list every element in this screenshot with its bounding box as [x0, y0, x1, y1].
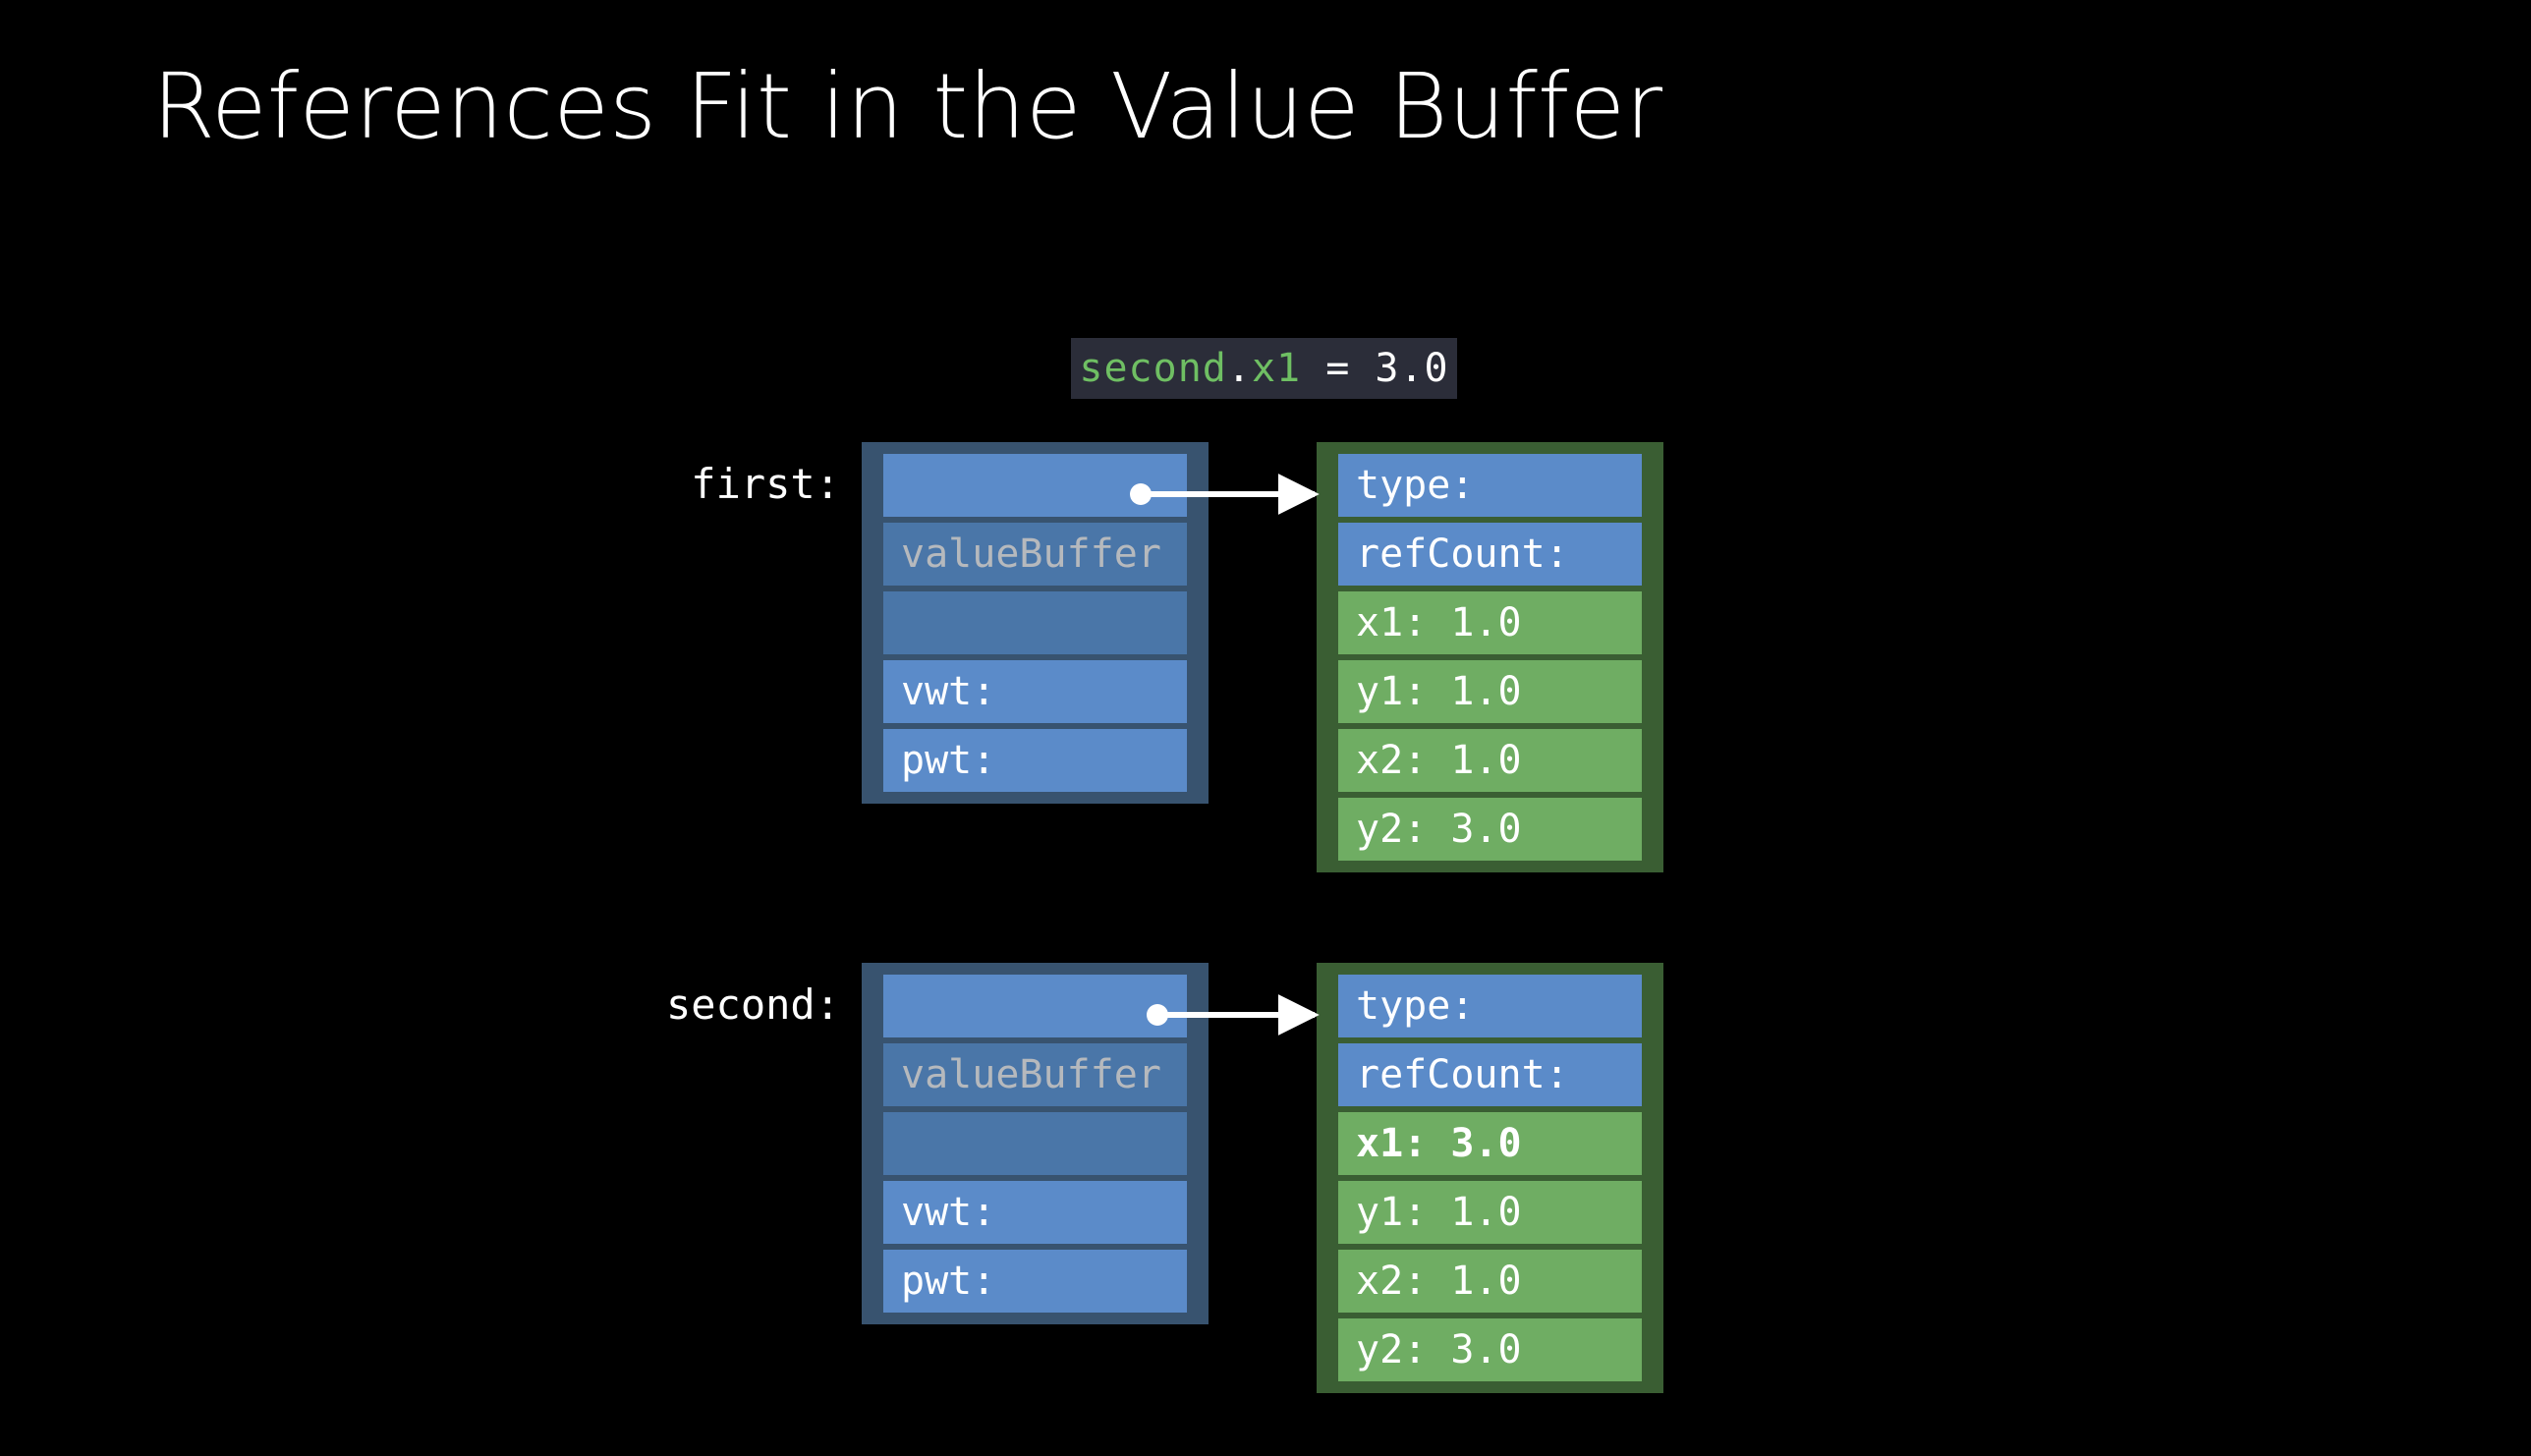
table-row [883, 975, 1187, 1037]
row-text: pwt: [901, 1259, 996, 1304]
code-token-identifier-second: second [1079, 346, 1227, 391]
page-title: References Fit in the Value Buffer [152, 54, 1663, 159]
row-text: refCount: [1356, 532, 1569, 577]
table-row: type: [1338, 975, 1642, 1037]
table-row [883, 1112, 1187, 1175]
table-row: vwt: [883, 660, 1187, 723]
table-row [883, 591, 1187, 654]
row-text: valueBuffer [901, 532, 1161, 577]
row-text: y1: 1.0 [1356, 1190, 1522, 1235]
code-snippet-chip: second.x1 = 3.0 [1071, 338, 1457, 399]
table-row: valueBuffer [883, 1043, 1187, 1106]
row-text: y1: 1.0 [1356, 669, 1522, 714]
row-text: type: [1356, 983, 1475, 1029]
table-row [883, 454, 1187, 517]
row-text: x1: 1.0 [1356, 600, 1522, 645]
table-row: x2: 1.0 [1338, 1250, 1642, 1313]
first-heap-object: type: refCount: x1: 1.0 y1: 1.0 x2: 1.0 … [1317, 442, 1663, 872]
table-row: x2: 1.0 [1338, 729, 1642, 792]
row-text: refCount: [1356, 1052, 1569, 1097]
table-row: x1: 1.0 [1338, 591, 1642, 654]
table-row: y2: 3.0 [1338, 798, 1642, 861]
row-text: y2: 3.0 [1356, 1327, 1522, 1372]
table-row: y1: 1.0 [1338, 660, 1642, 723]
table-row: refCount: [1338, 523, 1642, 586]
table-row: y2: 3.0 [1338, 1318, 1642, 1381]
table-row: pwt: [883, 729, 1187, 792]
row-text: y2: 3.0 [1356, 807, 1522, 852]
second-heap-object: type: refCount: x1: 3.0 y1: 1.0 x2: 1.0 … [1317, 963, 1663, 1393]
first-existential-container: valueBuffer vwt: pwt: [862, 442, 1209, 804]
row-text: vwt: [901, 1190, 996, 1235]
row-text: pwt: [901, 738, 996, 783]
table-row: vwt: [883, 1181, 1187, 1244]
second-existential-container: valueBuffer vwt: pwt: [862, 963, 1209, 1324]
table-row: y1: 1.0 [1338, 1181, 1642, 1244]
row-text: x2: 1.0 [1356, 1259, 1522, 1304]
code-token-dot: . [1226, 346, 1252, 391]
variable-label-first: first: [691, 460, 840, 508]
code-token-assignment: = 3.0 [1301, 346, 1449, 391]
table-row: pwt: [883, 1250, 1187, 1313]
row-text: x2: 1.0 [1356, 738, 1522, 783]
code-token-property-x1: x1 [1251, 346, 1302, 391]
row-text: valueBuffer [901, 1052, 1161, 1097]
table-row: type: [1338, 454, 1642, 517]
table-row-highlighted: x1: 3.0 [1338, 1112, 1642, 1175]
table-row: valueBuffer [883, 523, 1187, 586]
table-row: refCount: [1338, 1043, 1642, 1106]
variable-label-second: second: [665, 980, 840, 1029]
row-text: x1: 3.0 [1356, 1121, 1522, 1166]
row-text: vwt: [901, 669, 996, 714]
row-text: type: [1356, 463, 1475, 508]
